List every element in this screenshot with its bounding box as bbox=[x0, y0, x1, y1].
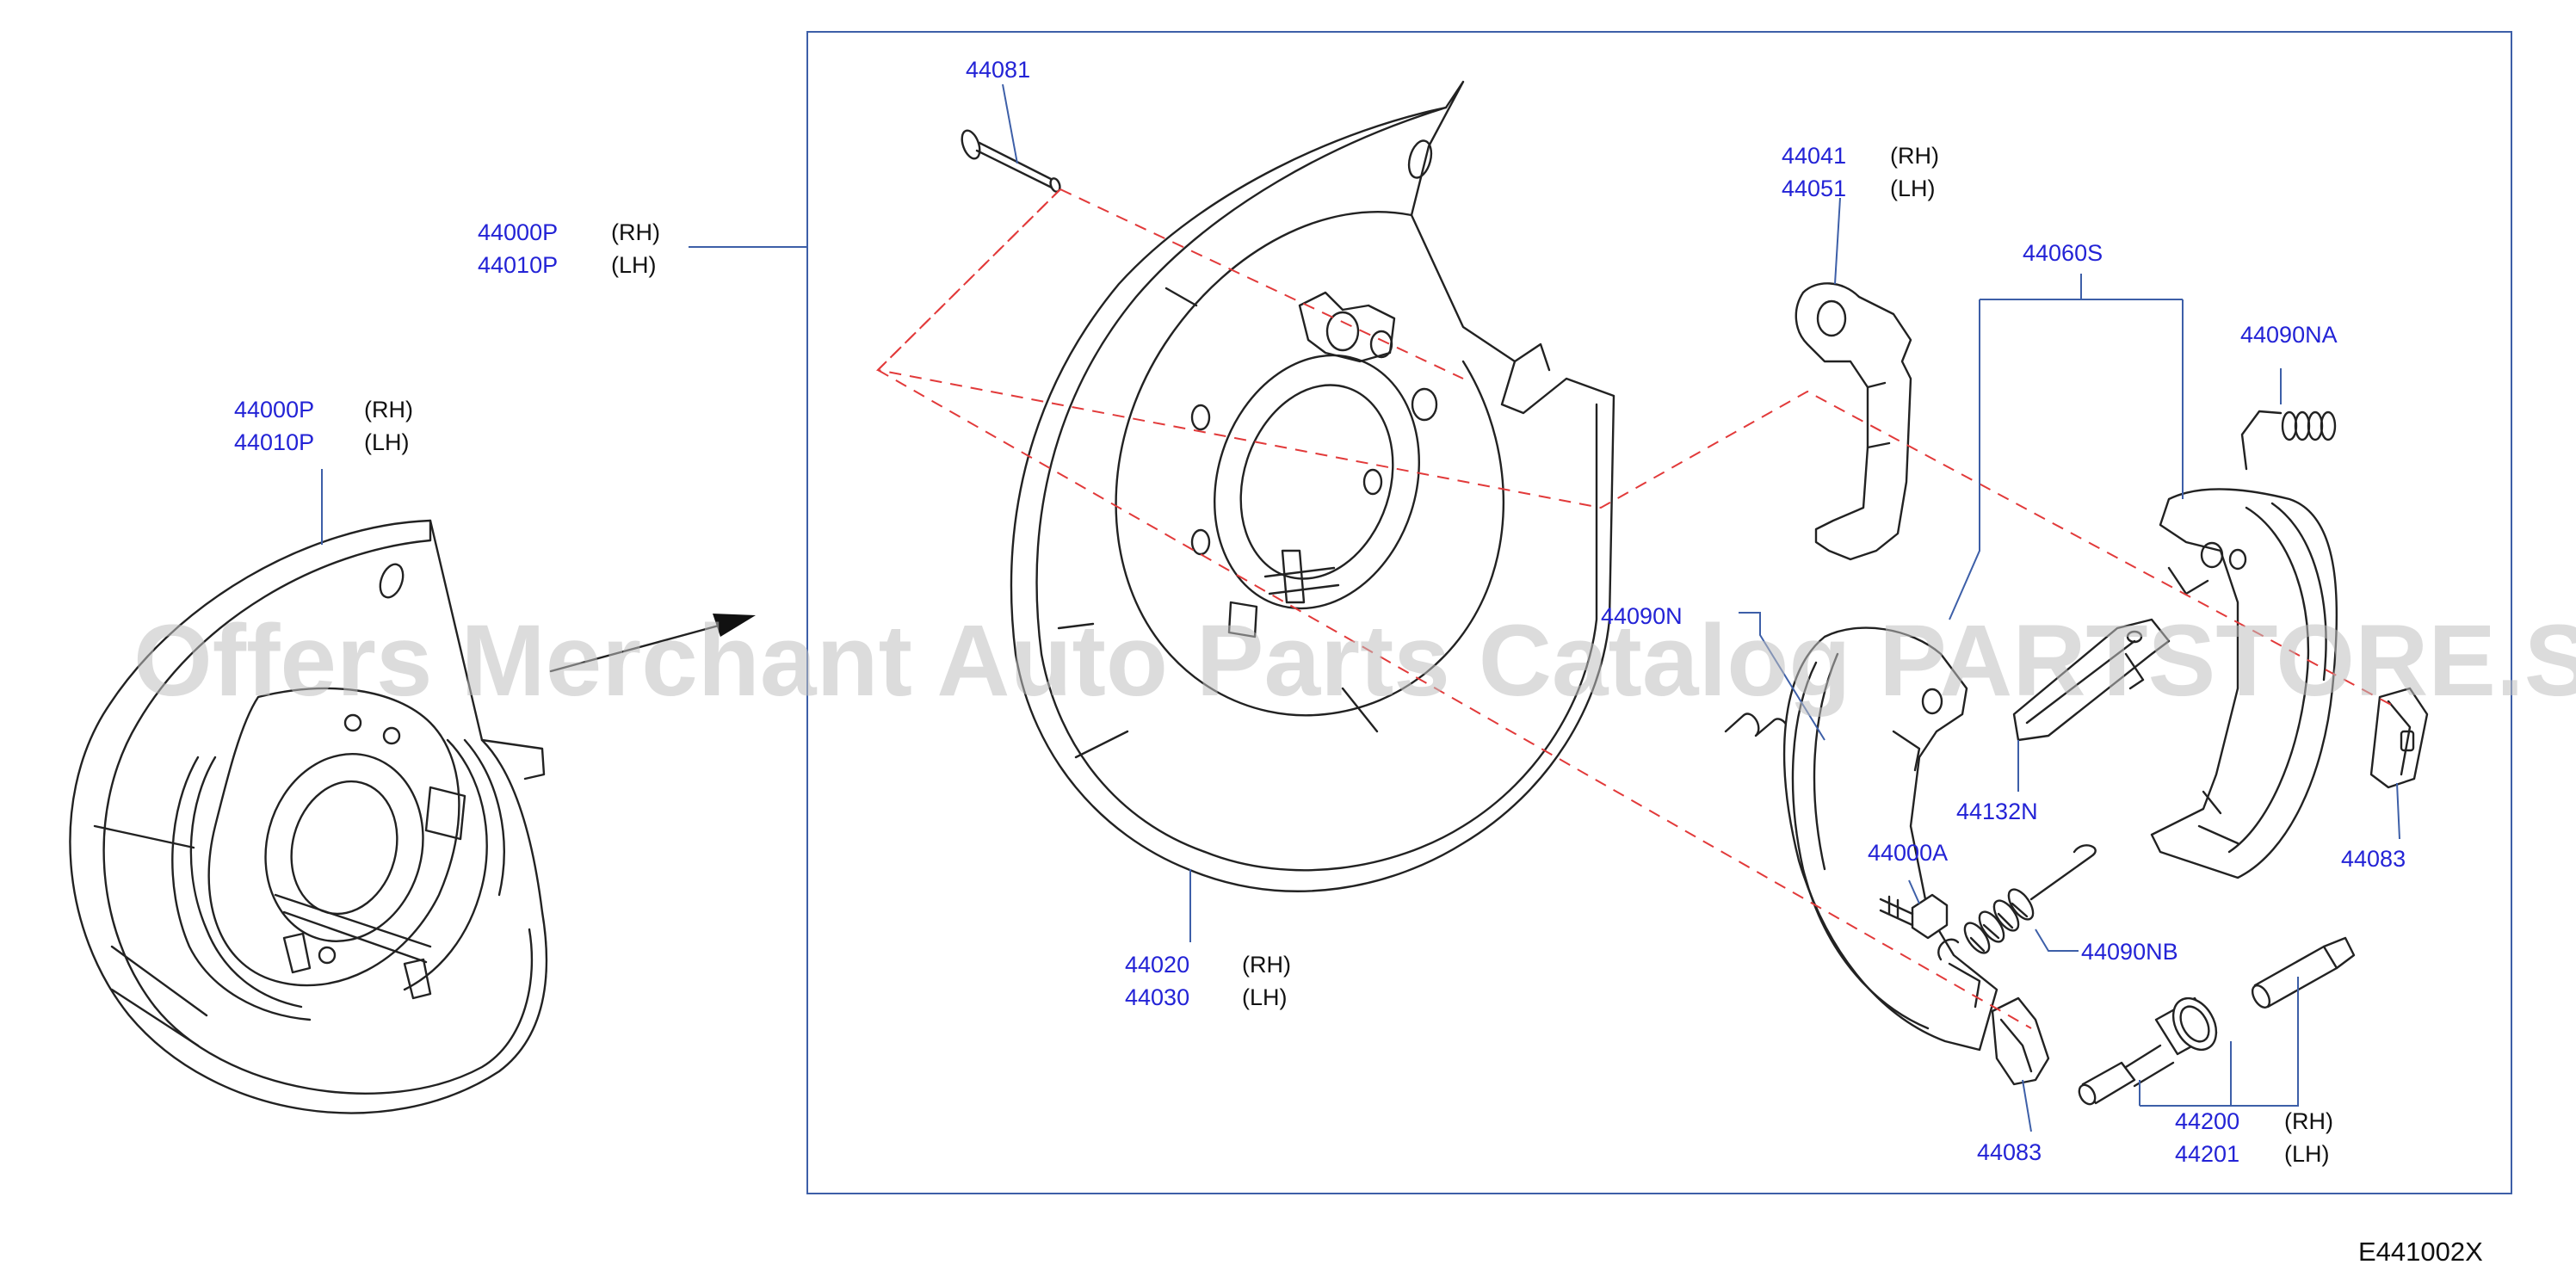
side-label-lh: (LH) bbox=[364, 429, 410, 455]
side-label-rh: (RH) bbox=[1890, 143, 1939, 169]
bolt bbox=[1879, 893, 1949, 940]
callout-assembly-outer: 44000P (RH) 44010P (LH) bbox=[478, 219, 660, 278]
part-number-lh[interactable]: 44201 bbox=[2175, 1141, 2239, 1167]
side-label-rh: (RH) bbox=[1242, 952, 1291, 978]
side-label-lh: (LH) bbox=[611, 252, 657, 278]
side-label-lh: (LH) bbox=[1242, 984, 1288, 1010]
view-arrow bbox=[549, 614, 756, 673]
spring-upper bbox=[2240, 410, 2337, 471]
side-label-rh: (RH) bbox=[611, 219, 660, 245]
adjuster-assembly bbox=[2078, 936, 2356, 1106]
hold-down-pin bbox=[961, 129, 1061, 193]
backing-plate bbox=[1010, 80, 1615, 892]
part-number-rh[interactable]: 44041 bbox=[1782, 143, 1846, 169]
side-label-lh: (LH) bbox=[1890, 176, 1936, 201]
part-number-rh[interactable]: 44200 bbox=[2175, 1108, 2239, 1134]
brake-shoe-left bbox=[1782, 626, 1998, 1052]
part-number-lh[interactable]: 44051 bbox=[1782, 176, 1846, 201]
callout-lever: 44041 (RH) 44051 (LH) bbox=[1782, 143, 1939, 201]
assembled-brake-illustration bbox=[69, 519, 548, 1114]
part-number-lh[interactable]: 44030 bbox=[1125, 984, 1189, 1010]
brake-shoe-right bbox=[2150, 488, 2338, 879]
part-number-rh[interactable]: 44020 bbox=[1125, 952, 1189, 978]
part-number-lh[interactable]: 44010P bbox=[478, 252, 558, 278]
part-number-rh[interactable]: 44000P bbox=[234, 397, 314, 423]
shoe-clip-bottom bbox=[1991, 996, 2050, 1086]
adjuster-strut bbox=[2012, 618, 2171, 742]
callout-bolt[interactable]: 44000A bbox=[1868, 840, 1948, 866]
parking-brake-lever bbox=[1795, 282, 1912, 561]
callout-clip-right[interactable]: 44083 bbox=[2341, 846, 2406, 872]
diagram-code: E441002X bbox=[2358, 1237, 2483, 1267]
callout-assembly-inner: 44000P (RH) 44010P (LH) bbox=[234, 397, 413, 455]
part-number-rh[interactable]: 44000P bbox=[478, 219, 558, 245]
part-number-lh[interactable]: 44010P bbox=[234, 429, 314, 455]
callout-strut[interactable]: 44132N bbox=[1956, 799, 2038, 824]
leader-lines bbox=[321, 83, 2400, 1132]
callout-spring-nb[interactable]: 44090NB bbox=[2081, 939, 2178, 965]
shoe-clip-right bbox=[2369, 687, 2429, 789]
callout-backing-plate: 44020 (RH) 44030 (LH) bbox=[1125, 952, 1291, 1010]
callout-spring-n[interactable]: 44090N bbox=[1601, 603, 1683, 629]
spring-lower bbox=[1937, 844, 2097, 961]
side-label-rh: (RH) bbox=[2284, 1108, 2333, 1134]
callout-shoe-set[interactable]: 44060S bbox=[2023, 240, 2103, 266]
assembly-guide-lines bbox=[875, 188, 2394, 1029]
callout-pin[interactable]: 44081 bbox=[966, 57, 1030, 83]
side-label-rh: (RH) bbox=[364, 397, 413, 423]
callout-clip-bottom[interactable]: 44083 bbox=[1977, 1139, 2042, 1165]
callout-spring-na[interactable]: 44090NA bbox=[2240, 322, 2338, 348]
watermark: Offers Merchant Auto Parts Catalog PARTS… bbox=[133, 604, 2576, 718]
callout-adjuster: 44200 (RH) 44201 (LH) bbox=[2175, 1108, 2333, 1167]
exploded-view-frame bbox=[806, 31, 2512, 1194]
side-label-lh: (LH) bbox=[2284, 1141, 2330, 1167]
